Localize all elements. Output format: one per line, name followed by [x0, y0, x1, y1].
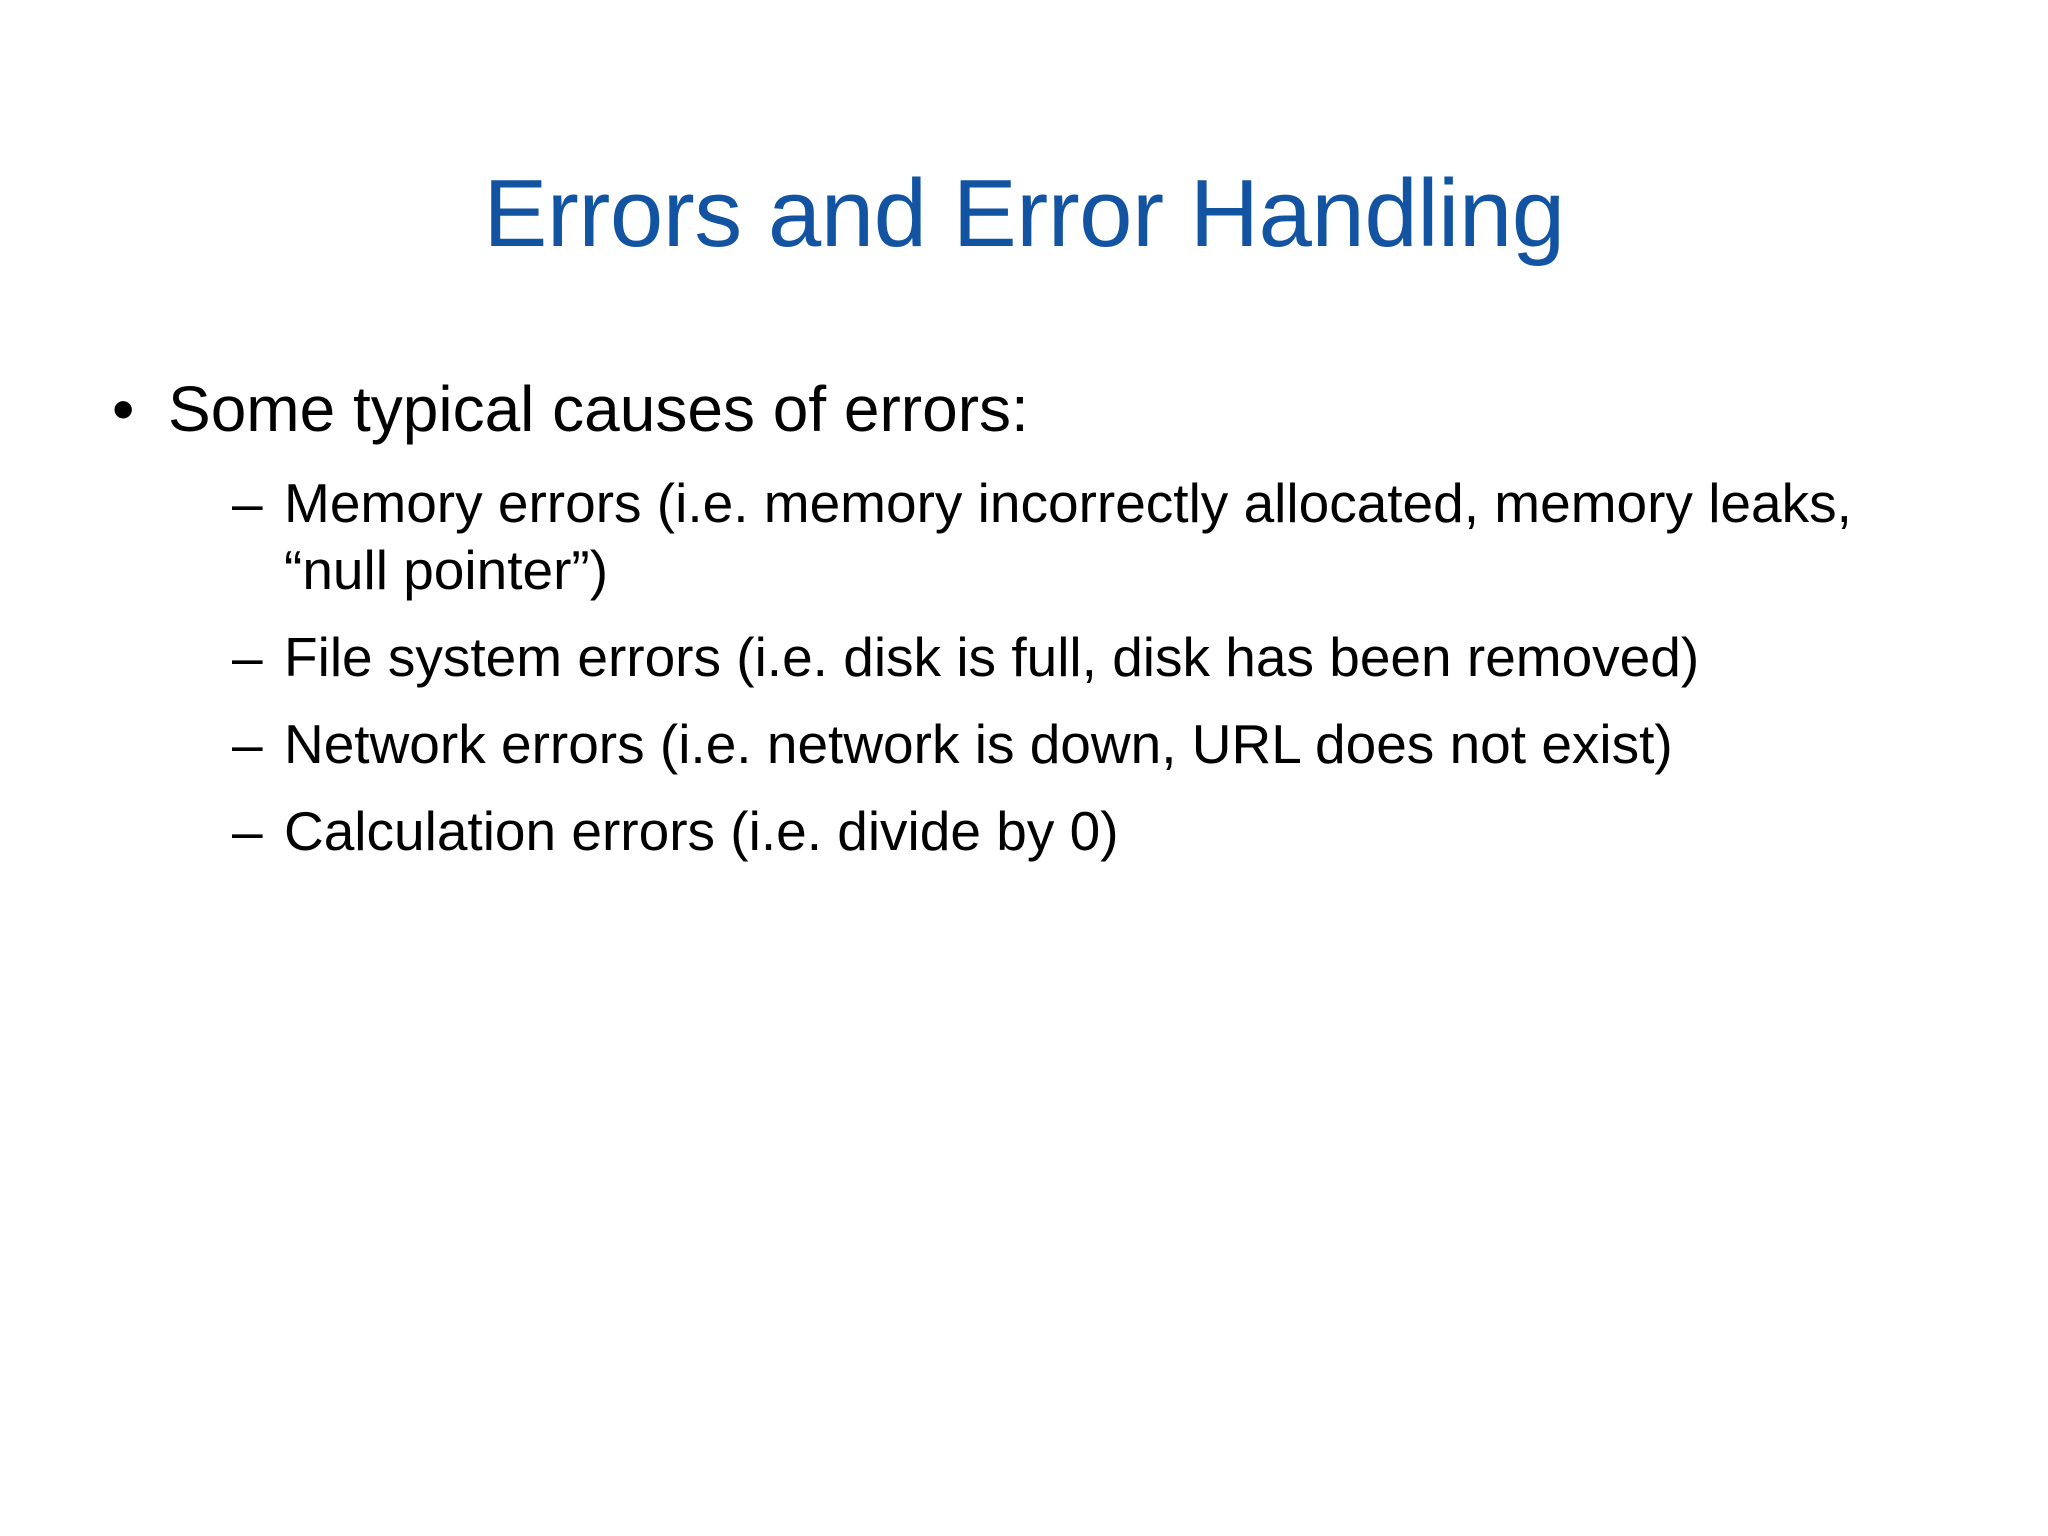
dash-bullet-icon: – [232, 712, 263, 775]
dash-bullet-icon: – [232, 625, 263, 688]
sub-bullet-list: – Memory errors (i.e. memory incorrectly… [96, 470, 1976, 865]
bullet-item-network-errors: – Network errors (i.e. network is down, … [96, 711, 1976, 778]
bullet-item-calculation-errors: – Calculation errors (i.e. divide by 0) [96, 798, 1976, 865]
bullet-item-memory-errors: – Memory errors (i.e. memory incorrectly… [96, 470, 1976, 604]
dash-bullet-icon: – [232, 799, 263, 862]
bullet-text-memory-errors: Memory errors (i.e. memory incorrectly a… [284, 471, 1852, 601]
bullet-item-file-system-errors: – File system errors (i.e. disk is full,… [96, 624, 1976, 691]
bullet-text-calculation-errors: Calculation errors (i.e. divide by 0) [284, 799, 1119, 862]
round-bullet-icon: • [112, 373, 135, 445]
bullet-text-file-system-errors: File system errors (i.e. disk is full, d… [284, 625, 1700, 688]
bullet-item-level1: • Some typical causes of errors: [96, 372, 1976, 448]
slide-body-placeholder: • Some typical causes of errors: – Memor… [96, 372, 1976, 885]
bullet-text-level1: Some typical causes of errors: [168, 373, 1029, 445]
dash-bullet-icon: – [232, 471, 263, 534]
bullet-text-network-errors: Network errors (i.e. network is down, UR… [284, 712, 1673, 775]
slide-title: Errors and Error Handling [483, 160, 1565, 268]
